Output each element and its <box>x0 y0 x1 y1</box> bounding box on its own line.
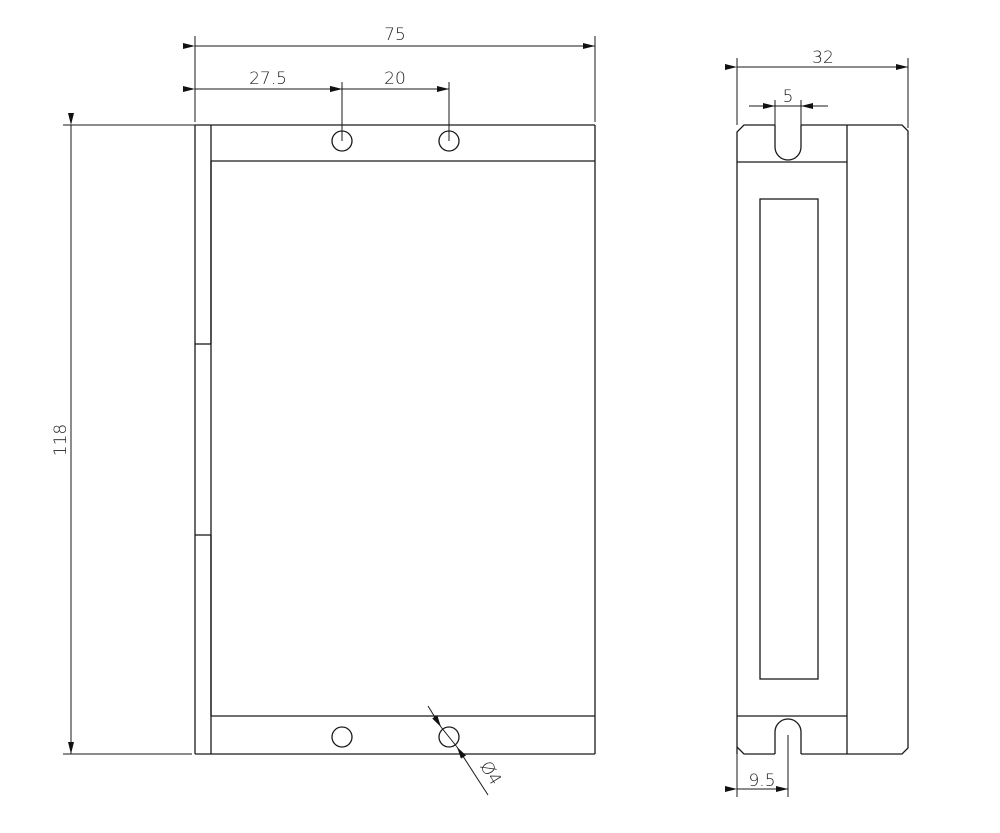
left-flange <box>194 125 212 754</box>
connector-window <box>759 198 819 680</box>
dimension-overall-height: 118 <box>51 113 195 755</box>
dim-label-75: 75 <box>384 25 406 45</box>
body-outline <box>195 124 596 755</box>
dimension-overall-width: 75 <box>183 25 596 122</box>
mounting-holes <box>331 130 460 748</box>
side-view: 32 5 9.5 <box>725 48 909 797</box>
side-body-outline <box>736 124 909 755</box>
dimension-hole-offsets: 27.5 20 <box>183 69 450 141</box>
dim-label-20: 20 <box>384 69 406 89</box>
dim-label-32: 32 <box>812 48 834 68</box>
dim-label-diameter-4: Ø4 <box>475 758 505 789</box>
dimension-hole-diameter: Ø4 <box>427 705 505 796</box>
dim-label-5: 5 <box>783 87 794 107</box>
dimension-slot-offset: 9.5 <box>725 735 789 797</box>
hole-bottom-left <box>331 726 353 748</box>
dim-label-9-5: 9.5 <box>748 771 775 791</box>
dimension-overall-depth: 32 <box>725 48 909 128</box>
dim-label-27-5: 27.5 <box>249 69 287 89</box>
front-view: 75 27.5 20 118 Ø4 <box>51 25 596 796</box>
dim-label-118: 118 <box>51 424 71 456</box>
dimension-slot-width: 5 <box>749 87 828 125</box>
hole-bottom-right <box>438 726 460 748</box>
